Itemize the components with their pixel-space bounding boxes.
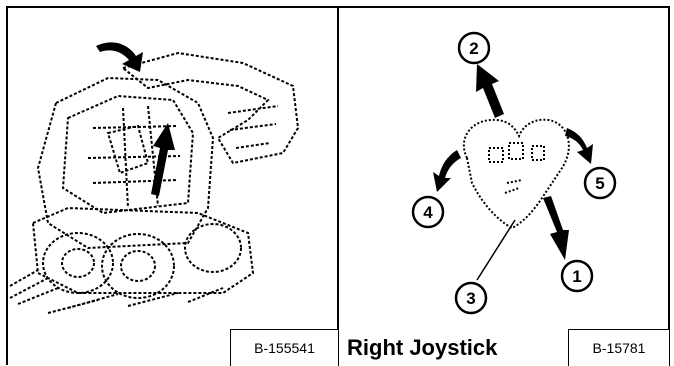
joystick-title: Right Joystick: [347, 335, 498, 360]
right-figure-reference: B-15781: [568, 329, 670, 366]
left-figure-reference: B-155541: [230, 329, 339, 366]
skid-steer-loader-drawing: [9, 42, 300, 314]
callout-5: 5: [583, 166, 617, 200]
callout-4-label: 4: [423, 203, 433, 222]
callout-2: 2: [457, 31, 491, 65]
loader-illustration-panel: B-155541: [6, 6, 339, 366]
callout-3: 3: [454, 281, 488, 315]
callout-5-label: 5: [595, 174, 604, 193]
callout-2-label: 2: [469, 39, 478, 58]
callout-3-label: 3: [466, 289, 475, 308]
callout-1: 1: [560, 259, 594, 293]
callout-4: 4: [411, 195, 445, 229]
joystick-drawing: 2 4 5 1 3: [411, 31, 617, 315]
callout-1-label: 1: [572, 267, 581, 286]
joystick-diagram-panel: 2 4 5 1 3 Right Joystick B-15781: [337, 6, 670, 366]
